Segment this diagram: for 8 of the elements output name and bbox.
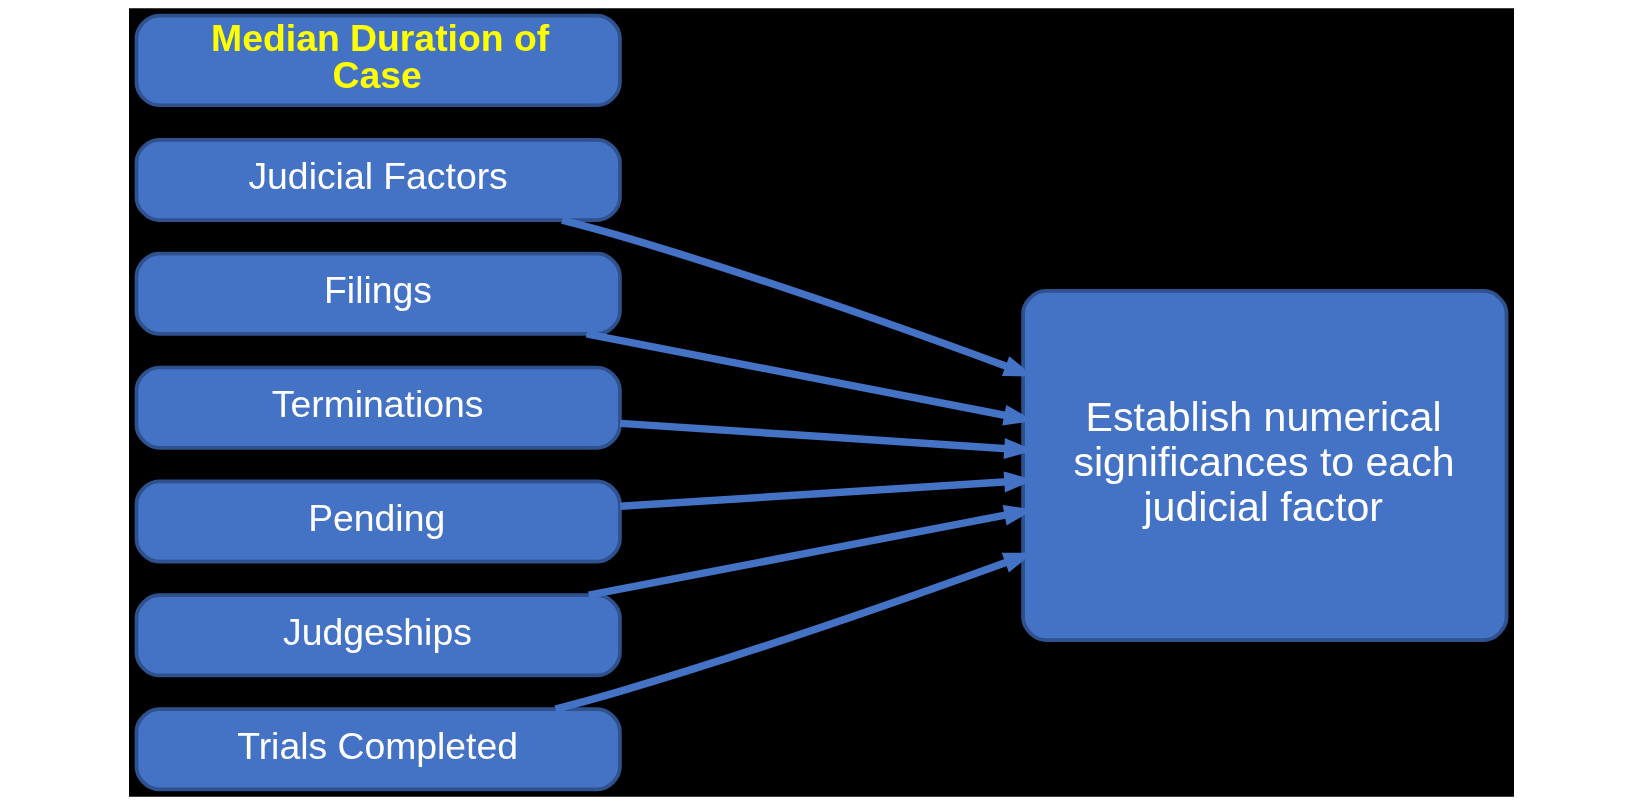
node-box: Filings — [134, 251, 622, 336]
node-box: Establish numerical significances to each judicial factor — [1020, 289, 1508, 642]
node-box: Pending — [134, 479, 622, 564]
node-box: Median Duration of Case — [134, 13, 622, 108]
node-box: Terminations — [134, 365, 622, 450]
node-box: Trials Completed — [134, 707, 622, 792]
node-box: Judgeships — [134, 593, 622, 678]
node-box: Judicial Factors — [134, 137, 622, 222]
